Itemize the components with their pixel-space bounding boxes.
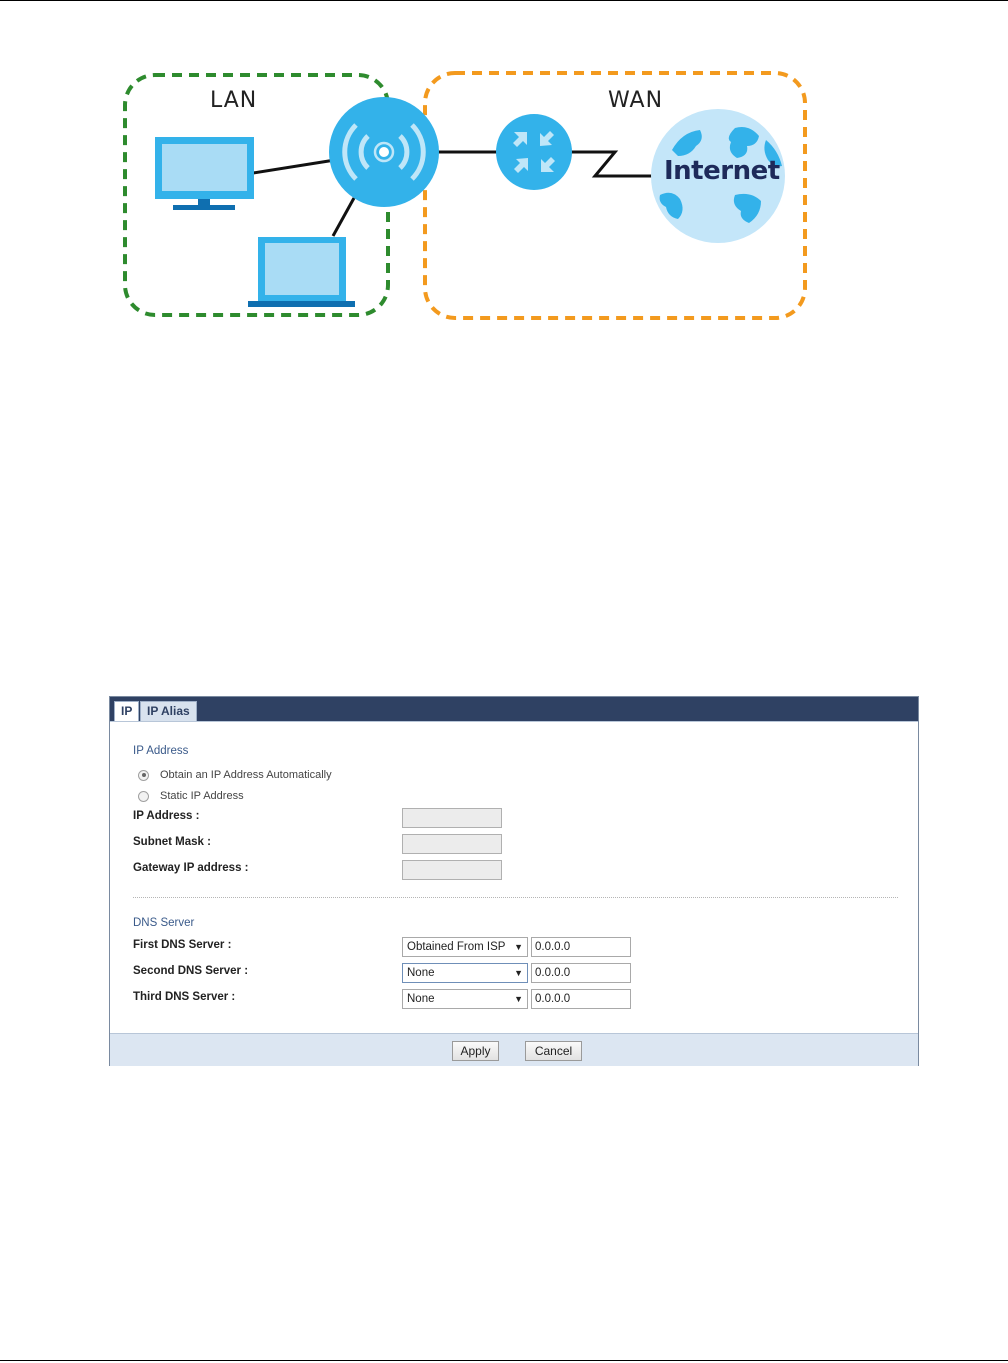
router-internet-link-line: [570, 152, 652, 176]
gateway-ip-label: Gateway IP address :: [133, 862, 248, 874]
router-icon: [496, 114, 572, 190]
second-dns-select[interactable]: None ▼: [402, 963, 528, 983]
tab-content-divider: [110, 721, 918, 726]
radio-static-ip[interactable]: Static IP Address: [138, 788, 244, 804]
tab-ip[interactable]: IP: [114, 701, 139, 721]
dropdown-arrow-icon: ▼: [514, 964, 523, 982]
ip-address-label: IP Address :: [133, 810, 199, 822]
second-dns-label: Second DNS Server :: [133, 965, 248, 977]
laptop-icon: [248, 237, 355, 307]
dropdown-arrow-icon: ▼: [514, 990, 523, 1008]
monitor-link-line: [253, 160, 335, 173]
dropdown-arrow-icon: ▼: [514, 938, 523, 956]
first-dns-select[interactable]: Obtained From ISP ▼: [402, 937, 528, 957]
third-dns-select-value: None: [407, 993, 435, 1005]
radio-obtain-automatically[interactable]: Obtain an IP Address Automatically: [138, 767, 332, 783]
ip-address-section-title: IP Address: [133, 745, 188, 757]
subnet-mask-input[interactable]: [402, 834, 502, 854]
subnet-mask-label: Subnet Mask :: [133, 836, 211, 848]
second-dns-input[interactable]: 0.0.0.0: [531, 963, 631, 983]
ip-address-input[interactable]: [402, 808, 502, 828]
wan-label: WAN: [608, 88, 663, 113]
lan-label: LAN: [210, 88, 257, 113]
first-dns-select-value: Obtained From ISP: [407, 941, 505, 953]
tab-bar: IP IP Alias: [110, 697, 918, 721]
panel-footer: Apply Cancel: [110, 1033, 918, 1066]
second-dns-select-value: None: [407, 967, 435, 979]
first-dns-label: First DNS Server :: [133, 939, 231, 951]
apply-button[interactable]: Apply: [452, 1041, 499, 1061]
page-bottom-rule: [0, 1360, 1008, 1361]
radio-obtain-automatically-label: Obtain an IP Address Automatically: [160, 769, 332, 781]
desktop-monitor-icon: [155, 137, 254, 210]
access-point-icon: [329, 97, 439, 207]
laptop-link-line: [333, 198, 354, 236]
section-divider: [133, 897, 898, 898]
gateway-ip-input[interactable]: [402, 860, 502, 880]
first-dns-input[interactable]: 0.0.0.0: [531, 937, 631, 957]
network-diagram: LAN WAN Internet: [0, 0, 1008, 340]
lan-ip-settings-panel: IP IP Alias IP Address Obtain an IP Addr…: [109, 696, 919, 1066]
radio-button-unchecked[interactable]: [138, 791, 149, 802]
dns-server-section-title: DNS Server: [133, 917, 194, 929]
network-diagram-svg: [0, 0, 1008, 340]
cancel-button[interactable]: Cancel: [525, 1041, 582, 1061]
tab-ip-alias[interactable]: IP Alias: [140, 701, 197, 721]
internet-label: Internet: [664, 156, 780, 186]
third-dns-label: Third DNS Server :: [133, 991, 235, 1003]
third-dns-select[interactable]: None ▼: [402, 989, 528, 1009]
radio-button-checked[interactable]: [138, 770, 149, 781]
third-dns-input[interactable]: 0.0.0.0: [531, 989, 631, 1009]
radio-static-ip-label: Static IP Address: [160, 790, 244, 802]
